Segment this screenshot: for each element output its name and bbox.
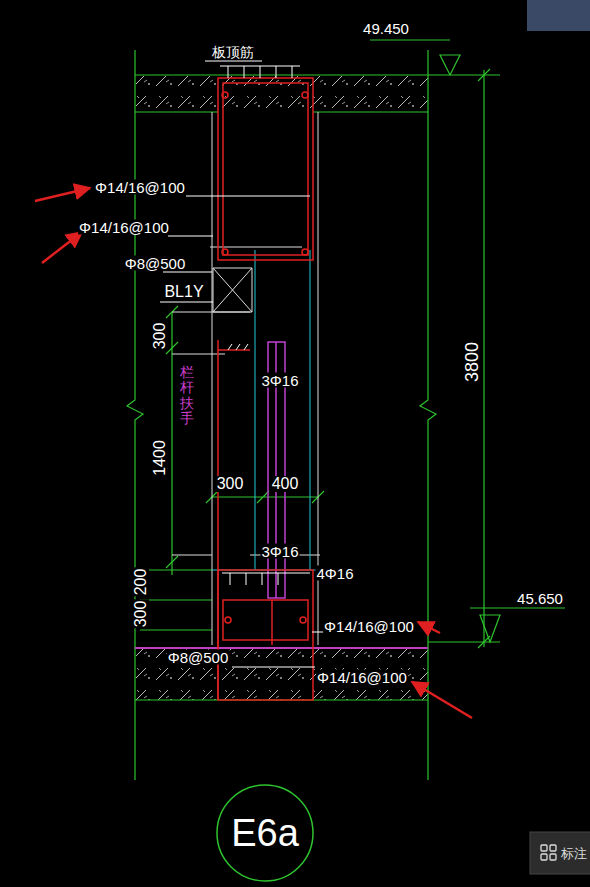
dimension: 3800 [463, 341, 481, 383]
elevation-mark: 45.650 [516, 591, 564, 606]
rail-note: 栏杆扶手 [179, 365, 195, 427]
dimension: 300 [216, 476, 245, 492]
dimension: 300 [133, 600, 149, 629]
rebar-spec: Φ14/16@100 [78, 220, 170, 235]
rebar-spec: Φ14/16@100 [316, 670, 408, 685]
ui-button-label: 标注 [560, 847, 588, 860]
rebar-spec: Φ14/16@100 [323, 619, 415, 634]
rebar-spec: Φ14/16@100 [94, 180, 186, 195]
member-code: BL1Y [163, 284, 204, 300]
elevation-mark: 49.450 [362, 21, 410, 36]
dimension: 200 [133, 568, 149, 597]
rebar-spec: Φ8@500 [167, 650, 230, 665]
rebar-spec: 3Φ16 [261, 544, 300, 559]
section-callout-circle: E6a [215, 783, 315, 883]
dimension: 1400 [152, 439, 168, 477]
rebar-spec: Φ8@500 [124, 256, 187, 271]
drawing-note: 板顶筋 [211, 45, 255, 59]
dimension: 400 [271, 476, 300, 492]
rebar-spec: 4Φ16 [316, 566, 355, 581]
dimension: 300 [152, 322, 168, 351]
callout-text: E6a [231, 814, 299, 852]
rebar-spec: 3Φ16 [261, 373, 300, 388]
